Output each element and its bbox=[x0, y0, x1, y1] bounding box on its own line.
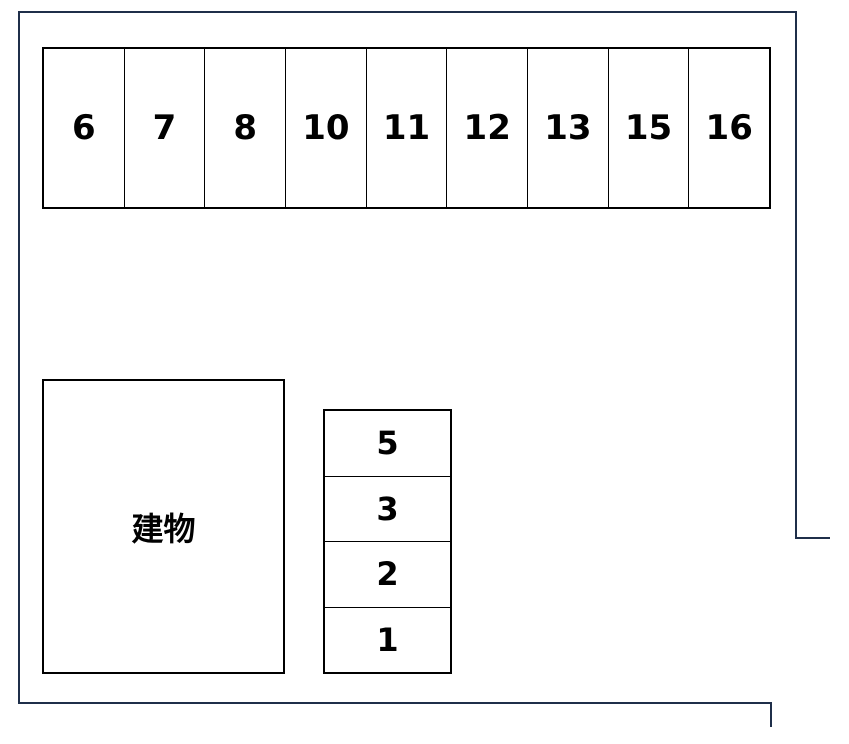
parking-slot[interactable]: 10 bbox=[286, 49, 367, 207]
parking-slot[interactable]: 11 bbox=[367, 49, 448, 207]
slot-number: 1 bbox=[376, 620, 399, 659]
slot-number: 16 bbox=[705, 108, 753, 148]
parking-slot[interactable]: 13 bbox=[528, 49, 609, 207]
parking-slot[interactable]: 16 bbox=[689, 49, 769, 207]
slot-number: 8 bbox=[233, 108, 258, 148]
parking-slot[interactable]: 5 bbox=[325, 411, 450, 477]
slot-number: 3 bbox=[376, 489, 399, 528]
slot-number: 10 bbox=[302, 108, 350, 148]
parking-slot[interactable]: 1 bbox=[325, 608, 450, 673]
building: 建物 bbox=[42, 379, 285, 674]
column-parking-slots: 5 3 2 1 bbox=[323, 409, 452, 674]
slot-number: 15 bbox=[624, 108, 673, 148]
slot-number: 6 bbox=[72, 108, 96, 148]
parking-slot[interactable]: 7 bbox=[125, 49, 206, 207]
slot-number: 7 bbox=[152, 108, 177, 148]
top-parking-row: 6 7 8 10 11 12 13 15 16 bbox=[42, 47, 771, 209]
building-label: 建物 bbox=[131, 509, 196, 548]
parking-slot[interactable]: 2 bbox=[325, 542, 450, 608]
parking-slot[interactable]: 12 bbox=[447, 49, 529, 207]
parking-slot[interactable]: 3 bbox=[325, 477, 450, 542]
parking-slot[interactable]: 15 bbox=[609, 49, 690, 207]
parking-slot[interactable]: 6 bbox=[44, 49, 125, 207]
slot-number: 13 bbox=[544, 108, 592, 148]
slot-number: 5 bbox=[376, 424, 399, 463]
slot-number: 2 bbox=[376, 555, 399, 594]
parking-slot[interactable]: 8 bbox=[205, 49, 287, 207]
slot-number: 11 bbox=[382, 108, 431, 148]
slot-number: 12 bbox=[463, 108, 511, 148]
boundary-line bbox=[18, 11, 830, 727]
